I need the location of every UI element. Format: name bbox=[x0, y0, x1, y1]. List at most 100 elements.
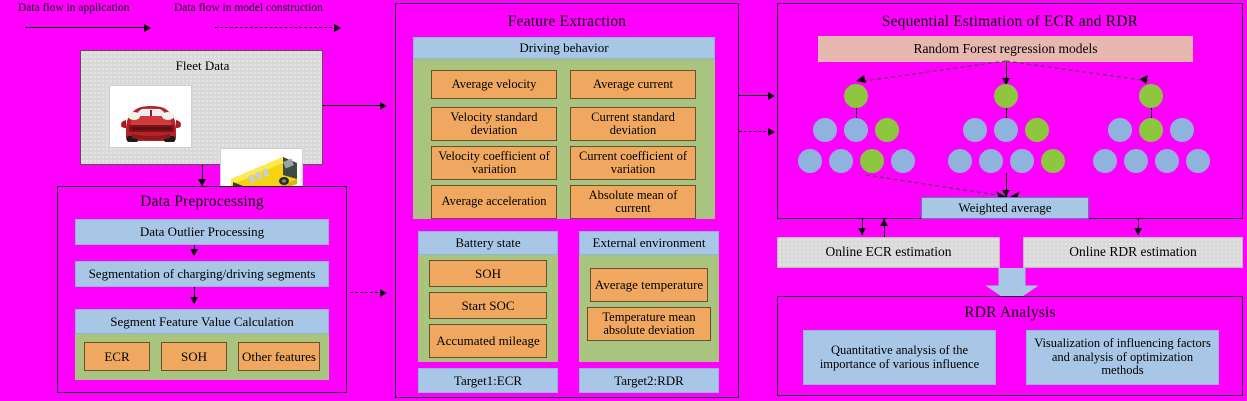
feature-velocity-coefficient-of-variation[interactable]: Velocity coefficient of variation bbox=[431, 146, 557, 180]
feature-average-velocity[interactable]: Average velocity bbox=[431, 70, 557, 99]
tree-1-mid-node-1 bbox=[813, 118, 837, 142]
battery-feature-soh[interactable]: SOH bbox=[429, 260, 547, 287]
rdr-analysis-item-quantitative[interactable]: Quantitative analysis of the importance … bbox=[803, 330, 996, 385]
tree-2-mid-node-3 bbox=[1025, 118, 1049, 142]
tree-1-trunk bbox=[856, 99, 857, 129]
arrow-feature-to-sequential-dashed-line bbox=[739, 131, 771, 132]
external-environment-header: External environment bbox=[579, 231, 719, 255]
random-forest-banner: Random Forest regression models bbox=[818, 36, 1193, 62]
arrow-to-online-ecr-down-head bbox=[858, 228, 866, 235]
battery-feature-start-soc[interactable]: Start SOC bbox=[429, 292, 547, 319]
data-preprocessing-panel: Data Preprocessing Data Outlier Processi… bbox=[57, 186, 347, 393]
tree-1-leaf-node-2 bbox=[829, 149, 853, 173]
rdr-analysis-item-visualization[interactable]: Visualization of influencing factors and… bbox=[1026, 330, 1219, 385]
fleet-data-box: Fleet Data bbox=[80, 50, 323, 211]
data-preprocessing-title: Data Preprocessing bbox=[140, 193, 264, 210]
tree-2-mid-node-1 bbox=[963, 118, 987, 142]
tree-2-trunk bbox=[1006, 99, 1007, 129]
arrow-preprocessing-to-feature-head bbox=[380, 288, 387, 297]
tree-2-to-weighted-average-head bbox=[1002, 190, 1010, 197]
step-data-outlier-processing[interactable]: Data Outlier Processing bbox=[75, 219, 329, 245]
driving-behavior-header: Driving behavior bbox=[413, 37, 715, 59]
environment-feature-temperature-mad[interactable]: Temperature mean absolute deviation bbox=[587, 307, 711, 341]
feature-current-standard-deviation[interactable]: Current standard deviation bbox=[570, 107, 696, 141]
legend-application-label: Data flow in application bbox=[18, 2, 130, 14]
legend-application-line bbox=[25, 27, 147, 28]
online-ecr-estimation-box[interactable]: Online ECR estimation bbox=[777, 237, 1000, 268]
car-icon bbox=[110, 86, 191, 147]
target2-rdr[interactable]: Target2:RDR bbox=[579, 368, 719, 393]
fleet-data-title: Fleet Data bbox=[175, 58, 230, 73]
rdr-analysis-title: RDR Analysis bbox=[964, 304, 1056, 321]
environment-feature-average-temperature[interactable]: Average temperature bbox=[590, 268, 708, 302]
feature-current-coefficient-of-variation[interactable]: Current coefficient of variation bbox=[570, 146, 696, 180]
legend-application-arrowhead bbox=[144, 23, 151, 32]
banner-to-tree-left-dashed bbox=[856, 60, 1007, 83]
tree-2-mid-node-2 bbox=[994, 118, 1018, 142]
online-rdr-estimation-box[interactable]: Online RDR estimation bbox=[1023, 237, 1243, 268]
arrow-from-online-ecr-up-line bbox=[884, 219, 885, 238]
red-car-photo bbox=[109, 85, 192, 148]
arrow-to-online-ecr-down-line bbox=[862, 219, 863, 235]
legend-model-line bbox=[215, 27, 337, 28]
weighted-average-box[interactable]: Weighted average bbox=[921, 197, 1089, 219]
feature-average-current[interactable]: Average current bbox=[570, 70, 696, 99]
tree-3-leaf-node-4 bbox=[1186, 149, 1210, 173]
feature-velocity-standard-deviation[interactable]: Velocity standard deviation bbox=[431, 107, 557, 141]
tree-3-leaf-node-1 bbox=[1093, 149, 1117, 173]
tree-1-mid-node-3 bbox=[875, 118, 899, 142]
feature-soh[interactable]: SOH bbox=[161, 342, 227, 371]
tree-3-mid-node-2 bbox=[1139, 118, 1163, 142]
feature-absolute-mean-of-current[interactable]: Absolute mean of current bbox=[570, 185, 696, 219]
step-segment-feature-value-calculation[interactable]: Segment Feature Value Calculation bbox=[75, 309, 329, 334]
banner-to-tree-right-dashed bbox=[1005, 60, 1149, 84]
preprocessing-connector-2 bbox=[194, 287, 195, 303]
legend-model-arrowhead bbox=[334, 23, 341, 32]
battery-state-header: Battery state bbox=[418, 231, 558, 255]
tree-1-mid-node-2 bbox=[844, 118, 868, 142]
tree-2-leaf-node-1 bbox=[948, 149, 972, 173]
arrow-fleet-to-preprocessing-line bbox=[202, 165, 203, 186]
arrow-preprocessing-to-feature-line bbox=[350, 292, 383, 293]
tree-3-trunk bbox=[1151, 99, 1152, 129]
sequential-estimation-panel: Sequential Estimation of ECR and RDR Ran… bbox=[777, 3, 1243, 219]
feature-average-acceleration[interactable]: Average acceleration bbox=[431, 185, 557, 219]
sequential-estimation-title: Sequential Estimation of ECR and RDR bbox=[881, 13, 1139, 30]
preprocessing-connector-1-head bbox=[190, 249, 198, 256]
tree-2-to-weighted-average-line bbox=[1006, 173, 1007, 198]
step-segmentation[interactable]: Segmentation of charging/driving segment… bbox=[75, 261, 329, 287]
arrow-fleet-to-preprocessing-head bbox=[198, 179, 206, 186]
arrow-to-online-rdr-down-head bbox=[1134, 228, 1142, 235]
tree-1-root-node bbox=[844, 84, 868, 108]
feature-extraction-title: Feature Extraction bbox=[507, 13, 627, 30]
tree-2-leaf-node-3 bbox=[1010, 149, 1034, 173]
arrow-to-online-rdr-down-line bbox=[1138, 219, 1139, 235]
feature-other-features[interactable]: Other features bbox=[238, 342, 320, 371]
tree-1-leaf-node-4 bbox=[891, 149, 915, 173]
arrow-feature-to-sequential-solid-line bbox=[739, 95, 771, 96]
tree-3-leaf-node-2 bbox=[1124, 149, 1148, 173]
tree-3-mid-node-3 bbox=[1170, 118, 1194, 142]
banner-to-tree-center-line bbox=[1006, 62, 1007, 85]
tree-1-leaf-node-1 bbox=[798, 149, 822, 173]
arrow-feature-to-sequential-dashed-head bbox=[768, 127, 775, 136]
legend-model-label: Data flow in model construction bbox=[174, 2, 323, 14]
big-down-arrow-icon bbox=[985, 268, 1039, 304]
arrow-fleet-to-feature-line bbox=[323, 105, 383, 106]
tree-3-leaf-node-3 bbox=[1155, 149, 1179, 173]
rdr-analysis-panel: RDR Analysis Quantitative analysis of th… bbox=[777, 296, 1243, 396]
feature-ecr[interactable]: ECR bbox=[84, 342, 150, 371]
battery-feature-accumated-mileage[interactable]: Accumated mileage bbox=[429, 324, 547, 358]
tree-3-root-node bbox=[1139, 84, 1163, 108]
tree-2-root-node bbox=[994, 84, 1018, 108]
tree-2-leaf-node-4 bbox=[1041, 149, 1065, 173]
tree-2-leaf-node-2 bbox=[979, 149, 1003, 173]
feature-extraction-panel: Feature Extraction Driving behavior Aver… bbox=[395, 3, 739, 398]
arrow-feature-to-sequential-solid-head bbox=[768, 91, 775, 100]
tree-3-mid-node-1 bbox=[1108, 118, 1132, 142]
arrow-fleet-to-feature-head bbox=[380, 101, 387, 110]
preprocessing-connector-2-head bbox=[190, 297, 198, 304]
target1-ecr[interactable]: Target1:ECR bbox=[418, 368, 558, 393]
banner-to-tree-center-head bbox=[1002, 78, 1010, 85]
